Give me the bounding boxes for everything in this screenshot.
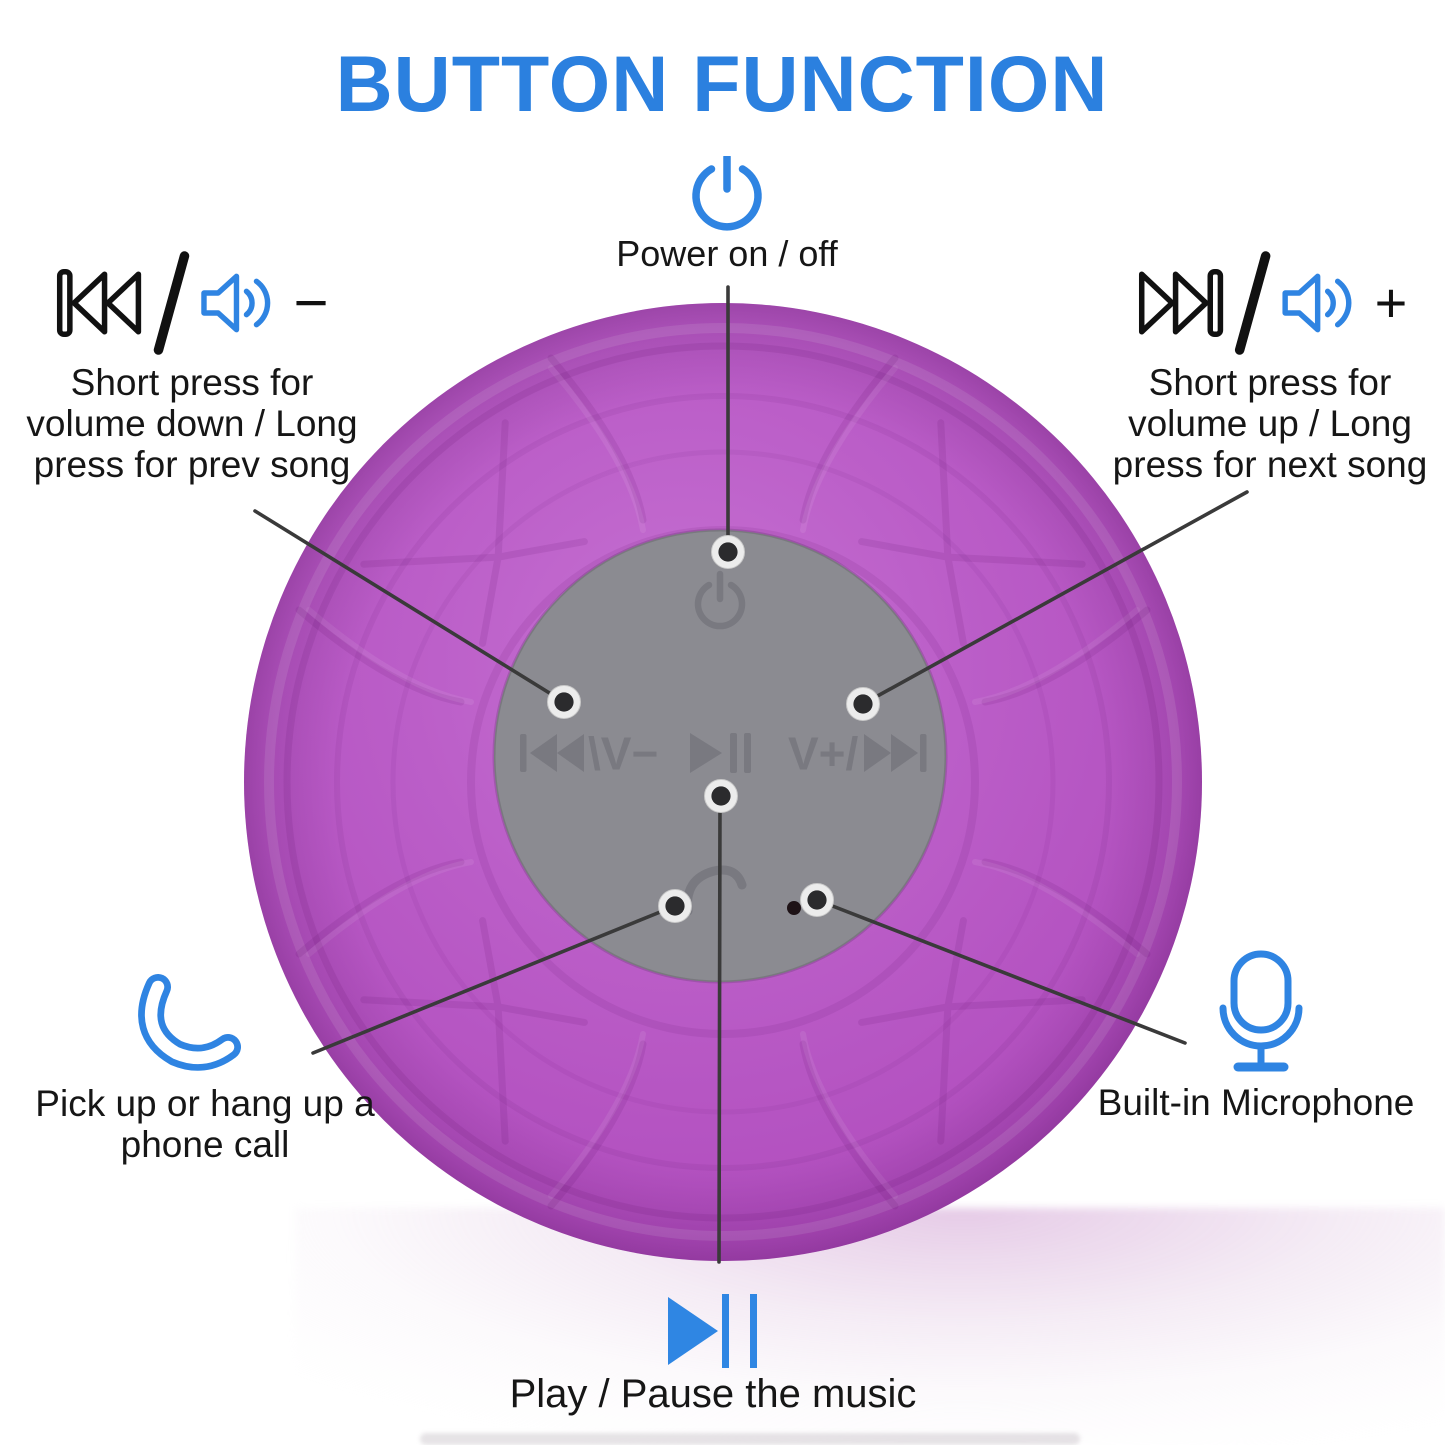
microphone-marker <box>800 883 834 917</box>
speaker-reflection-edge <box>420 1433 1080 1445</box>
leader-line-volume-down <box>253 509 566 704</box>
power-button-marker <box>711 535 745 569</box>
button-markers <box>547 535 880 923</box>
leader-line-microphone <box>815 898 1187 1045</box>
slash-separator <box>153 251 190 355</box>
volume-up-marking: V+/ <box>788 728 859 780</box>
volume-down-marking: \V− <box>588 728 658 780</box>
slash-separator <box>1234 251 1271 355</box>
microphone-icon <box>1219 950 1303 1072</box>
volume-up-button-marker <box>846 687 880 721</box>
next-track-icon <box>1138 268 1224 338</box>
play-pause-icon <box>668 1294 757 1368</box>
volume-down-icons: − <box>55 251 329 355</box>
leader-line-phone <box>311 904 677 1055</box>
volume-down-label: Short press for volume down / Long press… <box>26 362 358 485</box>
power-glyph <box>694 570 746 630</box>
microphone-label: Built-in Microphone <box>1097 1082 1415 1123</box>
play-pause-label: Play / Pause the music <box>509 1372 917 1416</box>
speaker-reflection <box>295 1208 1445 1445</box>
microphone-hole <box>787 901 801 915</box>
next-track-glyph <box>864 734 927 772</box>
power-label: Power on / off <box>616 233 838 274</box>
page-title: BUTTON FUNCTION <box>335 39 1109 128</box>
power-icon <box>692 156 762 231</box>
leader-lines <box>253 285 1249 1264</box>
control-panel: \V− V+/ <box>492 528 948 984</box>
play-pause-glyph <box>690 733 751 773</box>
phone-label: Pick up or hang up a phone call <box>35 1083 375 1165</box>
volume-speaker-icon <box>201 273 271 333</box>
volume-speaker-icon <box>1282 273 1352 333</box>
volume-up-icons: + <box>1137 251 1408 355</box>
previous-track-icon <box>56 268 142 338</box>
minus-sign: − <box>293 269 329 336</box>
play-button-marker <box>704 779 738 813</box>
phone-icon <box>138 974 241 1071</box>
leader-line-play <box>717 794 722 1264</box>
phone-glyph <box>683 865 747 916</box>
phone-button-marker <box>658 889 692 923</box>
plus-sign: + <box>1374 271 1408 334</box>
volume-up-label: Short press for volume up / Long press f… <box>1112 362 1428 485</box>
leader-line-volume-up <box>861 490 1249 706</box>
volume-down-button-marker <box>547 685 581 719</box>
prev-track-glyph <box>520 734 584 772</box>
